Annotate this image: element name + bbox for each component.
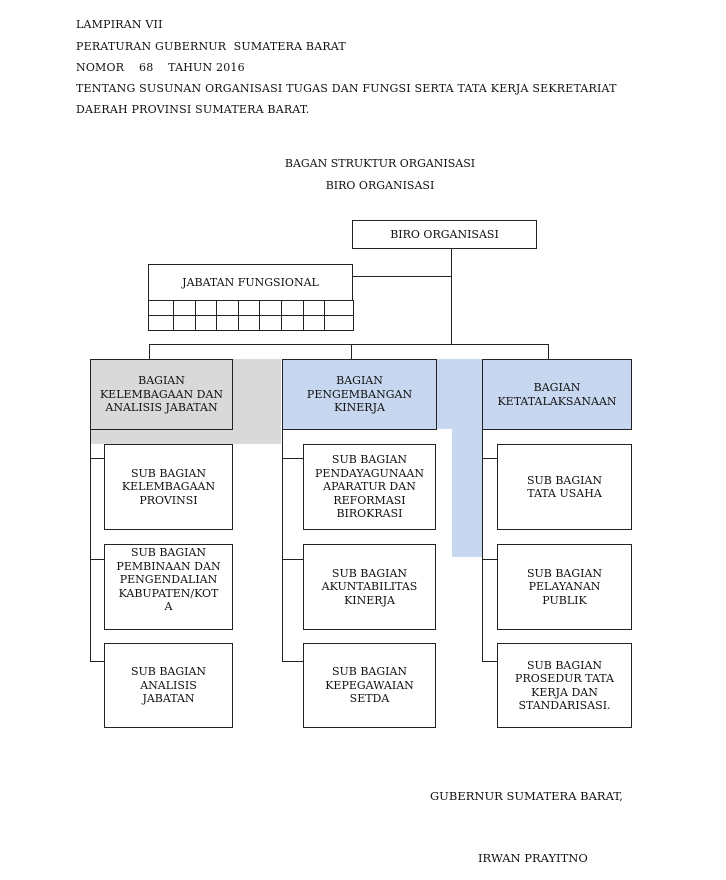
box-sub-tata-usaha: SUB BAGIAN TATA USAHA	[497, 444, 632, 530]
box-sub-kepegawaian: SUB BAGIAN KEPEGAWAIAN SETDA	[303, 643, 436, 728]
box-bagian-kelembagaan: BAGIAN KELEMBAGAAN DAN ANALISIS JABATAN	[90, 359, 233, 430]
box-biro-organisasi: BIRO ORGANISASI	[352, 220, 537, 249]
jabatan-grid-cell	[195, 300, 217, 316]
jabatan-grid-cell	[259, 315, 282, 331]
box-sub-akuntabilitas-label: SUB BAGIAN AKUNTABILITAS KINERJA	[321, 566, 418, 607]
jabatan-grid-cell	[238, 300, 260, 316]
connector-drop-1	[149, 344, 150, 359]
jabatan-grid-cell	[303, 315, 325, 331]
jabatan-grid-cell	[324, 300, 354, 316]
box-sub-kepegawaian-label: SUB BAGIAN KEPEGAWAIAN SETDA	[325, 665, 414, 706]
branch-col3-3	[482, 661, 498, 662]
box-sub-tata-usaha-label: SUB BAGIAN TATA USAHA	[526, 473, 603, 501]
box-sub-analisis-jabatan-label: SUB BAGIAN ANALISIS JABATAN	[130, 665, 207, 706]
header-nomor: NOMOR 68 TAHUN 2016	[76, 61, 245, 74]
box-sub-analisis-jabatan: SUB BAGIAN ANALISIS JABATAN	[104, 643, 233, 728]
box-sub-pelayanan-publik: SUB BAGIAN PELAYANAN PUBLIK	[497, 544, 632, 630]
box-sub-pendayagunaan: SUB BAGIAN PENDAYAGUNAAN APARATUR DAN RE…	[303, 444, 436, 530]
box-bagian-kelembagaan-label: BAGIAN KELEMBAGAAN DAN ANALISIS JABATAN	[99, 374, 224, 415]
branch-col2-2	[282, 559, 304, 560]
jabatan-grid-cell	[324, 315, 354, 331]
branch-col2-3	[282, 661, 304, 662]
box-sub-kelembagaan-provinsi-label: SUB BAGIAN KELEMBAGAAN PROVINSI	[121, 466, 216, 507]
spine-col1	[90, 430, 91, 662]
header-lampiran: LAMPIRAN VII	[76, 18, 163, 31]
branch-col1-3	[90, 661, 105, 662]
jabatan-grid-cell	[173, 315, 196, 331]
chart-subtitle: BIRO ORGANISASI	[325, 179, 435, 192]
signature-title: GUBERNUR SUMATERA BARAT,	[430, 789, 623, 803]
box-sub-pembinaan: SUB BAGIAN PEMBINAAN DAN PENGENDALIAN KA…	[104, 544, 233, 630]
box-sub-kelembagaan-provinsi: SUB BAGIAN KELEMBAGAAN PROVINSI	[104, 444, 233, 530]
jabatan-grid-cell	[216, 315, 239, 331]
connector-horizontal	[149, 344, 549, 345]
chart-title: BAGAN STRUKTUR ORGANISASI	[284, 157, 476, 170]
connector-main-vertical	[451, 249, 452, 344]
box-sub-akuntabilitas: SUB BAGIAN AKUNTABILITAS KINERJA	[303, 544, 436, 630]
signature-name: IRWAN PRAYITNO	[478, 851, 588, 865]
jabatan-grid-cell	[148, 315, 174, 331]
shade-pengembangan-tail	[452, 429, 482, 557]
jabatan-grid	[148, 300, 354, 331]
box-sub-pendayagunaan-label: SUB BAGIAN PENDAYAGUNAAN APARATUR DAN RE…	[315, 453, 424, 521]
box-sub-pelayanan-publik-label: SUB BAGIAN PELAYANAN PUBLIK	[526, 566, 603, 607]
jabatan-grid-cell	[195, 315, 217, 331]
box-jabatan-fungsional: JABATAN FUNGSIONAL	[148, 264, 353, 301]
header-peraturan: PERATURAN GUBERNUR SUMATERA BARAT	[76, 40, 346, 53]
spine-col2	[282, 430, 283, 662]
box-bagian-pengembangan-label: BAGIAN PENGEMBANGAN KINERJA	[306, 374, 413, 415]
branch-col3-1	[482, 458, 498, 459]
branch-col1-1	[90, 458, 105, 459]
branch-col3-2	[482, 559, 498, 560]
spine-col3	[482, 430, 483, 662]
connector-drop-3	[548, 344, 549, 359]
connector-jabatan	[352, 276, 451, 277]
box-bagian-ketatalaksanaan: BAGIAN KETATALAKSANAAN	[482, 359, 632, 430]
box-bagian-pengembangan: BAGIAN PENGEMBANGAN KINERJA	[282, 359, 437, 430]
jabatan-grid-cell	[216, 300, 239, 316]
branch-col2-1	[282, 458, 304, 459]
box-sub-pembinaan-label: SUB BAGIAN PEMBINAAN DAN PENGENDALIAN KA…	[116, 546, 221, 613]
jabatan-grid-cell	[259, 300, 282, 316]
header-daerah: DAERAH PROVINSI SUMATERA BARAT.	[76, 103, 310, 116]
jabatan-grid-cell	[148, 300, 174, 316]
header-tentang: TENTANG SUSUNAN ORGANISASI TUGAS DAN FUN…	[76, 82, 617, 95]
box-bagian-ketatalaksanaan-label: BAGIAN KETATALAKSANAAN	[497, 381, 617, 408]
jabatan-grid-cell	[303, 300, 325, 316]
connector-drop-2	[351, 344, 352, 359]
box-biro-organisasi-label: BIRO ORGANISASI	[390, 227, 499, 241]
jabatan-grid-cell	[173, 300, 196, 316]
jabatan-grid-cell	[281, 300, 304, 316]
box-jabatan-fungsional-label: JABATAN FUNGSIONAL	[182, 275, 319, 289]
box-sub-prosedur-label: SUB BAGIAN PROSEDUR TATA KERJA DAN STAND…	[515, 658, 614, 713]
jabatan-grid-cell	[238, 315, 260, 331]
branch-col1-2	[90, 559, 105, 560]
jabatan-grid-cell	[281, 315, 304, 331]
box-sub-prosedur: SUB BAGIAN PROSEDUR TATA KERJA DAN STAND…	[497, 643, 632, 728]
